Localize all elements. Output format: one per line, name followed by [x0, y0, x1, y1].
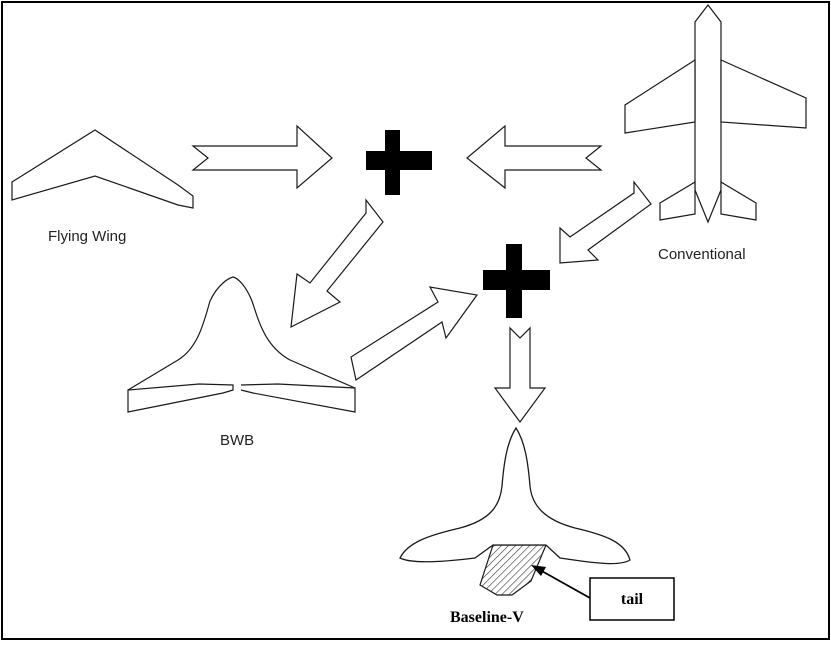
tail-callout-label: tail: [621, 591, 644, 608]
baseline-v-shape: [399, 426, 631, 596]
flying-wing-shape: [11, 129, 194, 209]
plus-icon-top: [366, 130, 432, 195]
arrow-flying-wing-to-plus: [191, 124, 333, 190]
conventional-aircraft-shape: [624, 4, 807, 224]
arrow-bwb-to-lower-plus: [350, 286, 479, 381]
flying-wing-label: Flying Wing: [48, 228, 126, 245]
arrow-conventional-to-lower-plus: [559, 180, 652, 264]
tail-pointer-line: [539, 569, 591, 599]
baseline-v-label: Baseline-V: [450, 609, 524, 626]
tail-pointer-arrowhead: [531, 565, 546, 576]
arrow-plus-to-bwb: [290, 198, 384, 329]
plus-icon-middle: [483, 244, 550, 318]
bwb-label: BWB: [220, 432, 254, 449]
arrow-plus-to-baseline: [493, 326, 547, 424]
arrow-conventional-to-plus: [466, 124, 603, 190]
tail-callout-box: [589, 577, 675, 621]
bwb-shape: [127, 276, 356, 413]
conventional-label: Conventional: [658, 246, 746, 263]
